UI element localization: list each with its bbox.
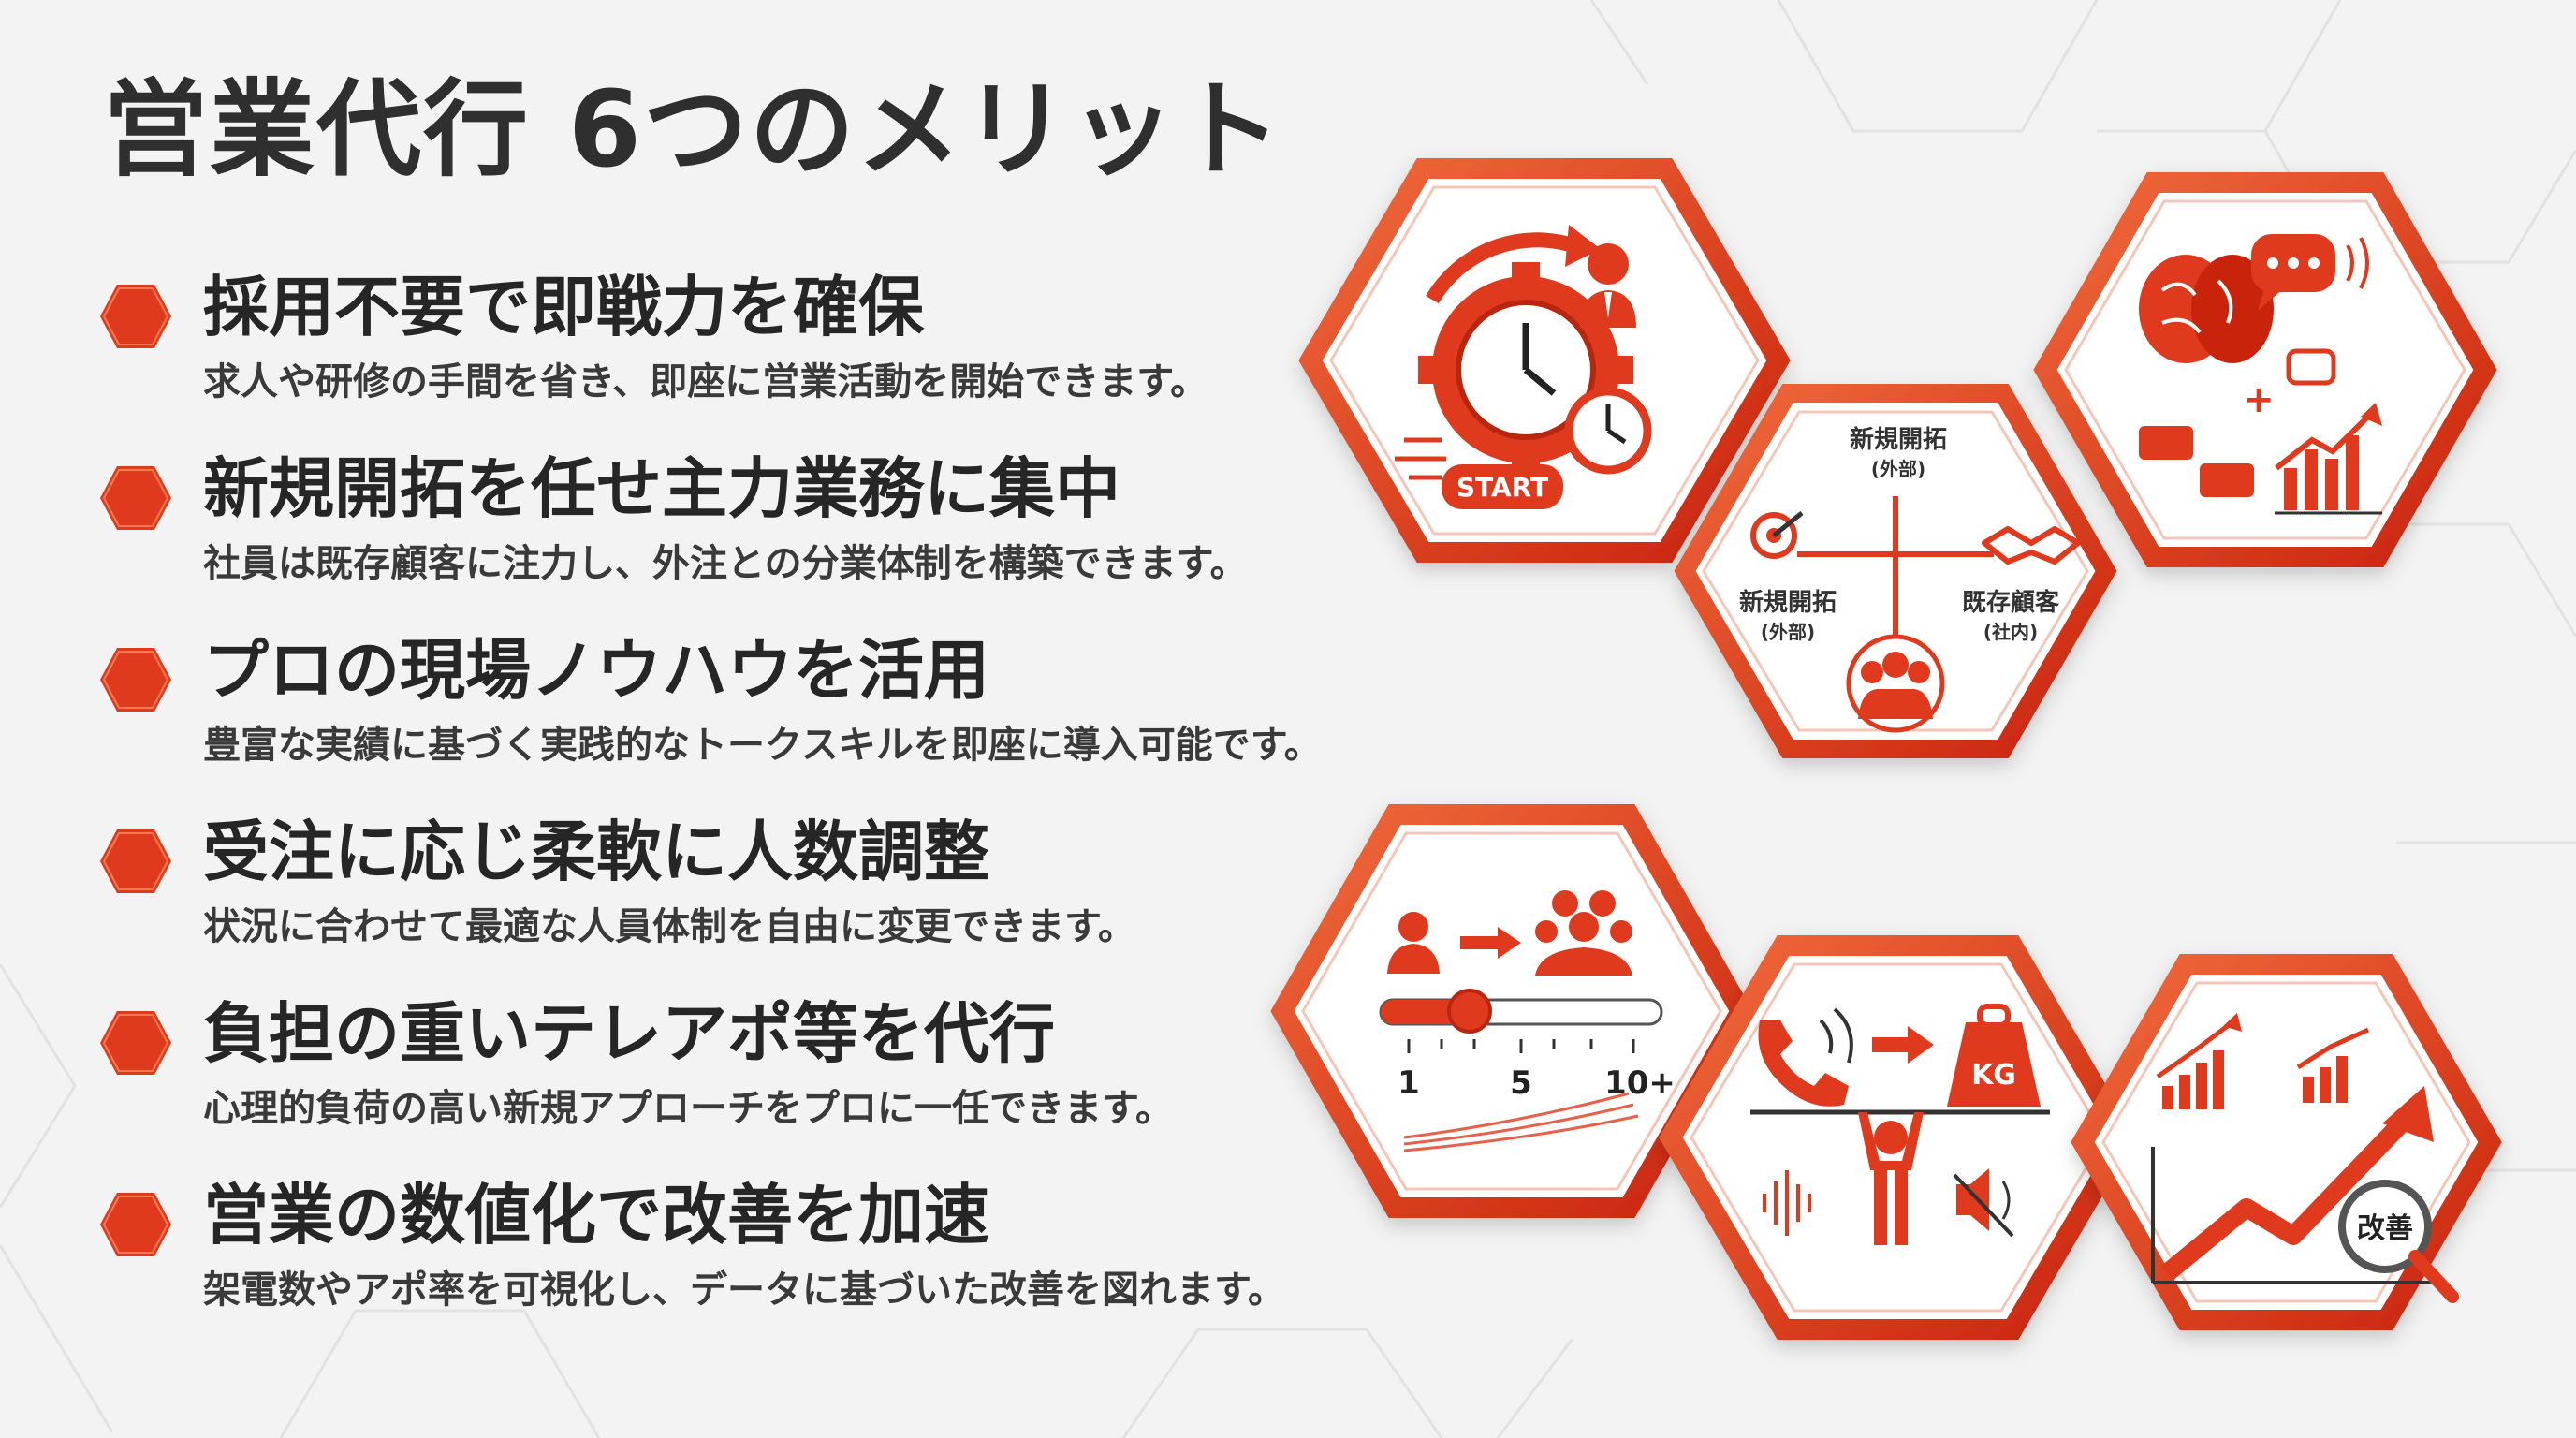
merit-item: 新規開拓を任せ主力業務に集中 社員は既存顧客に注力し、外注との分業体制を構築でき… [98,444,1353,625]
start-label: START [1456,472,1548,503]
arrow-right-icon [1460,927,1521,959]
improve-badge-label: 改善 [2357,1212,2413,1245]
merit-description: 社員は既存顧客に注力し、外注との分業体制を構築できます。 [203,542,1248,585]
merit-heading: 受注に応じ柔軟に人数調整 [203,814,989,890]
division-left-label: 新規開拓 [1739,588,1837,617]
hex-data-improvement: 改善 [2071,954,2502,1330]
growth-chart-icon [2275,403,2382,515]
division-top-sub: (外部) [1871,458,1925,480]
merit-item: 営業の数値化で改善を加速 架電数やアポ率を可視化し、データに基づいた改善を図れま… [98,1170,1353,1352]
merit-description: 心理的負荷の高い新規アプローチをプロに一任できます。 [203,1087,1173,1130]
slider-icon: 1 5 10+ [1379,989,1676,1102]
start-button-graphic: START [1442,464,1563,509]
page-title: 営業代行 6つのメリット [103,69,1283,191]
handshake-icon [1982,526,2081,565]
svg-text:+: + [2243,378,2275,421]
magnifier-icon: 改善 [2338,1180,2459,1303]
merit-heading: 負担の重いテレアポ等を代行 [203,995,1055,1072]
businessman-icon [1580,243,1636,328]
brain-icon [2139,255,2274,363]
phone-icon [1758,1007,1853,1107]
merit-description: 求人や研修の手間を省き、即座に営業活動を開始できます。 [203,360,1208,404]
hexagon-bullet-icon [100,1193,171,1256]
stopwatch-icon [1564,379,1652,475]
merit-heading: プロの現場ノウハウを活用 [203,632,989,709]
merit-heading: 採用不要で即戦力を確保 [203,269,924,345]
division-right-label: 既存顧客 [1962,588,2060,617]
hex-flexible-staffing: 1 5 10+ [1270,804,1753,1218]
hex-division-of-labor: 新規開拓 (外部) 新規開拓 (外部) 既存顧客 (社内) [1674,384,2117,758]
team-icon [1846,634,1945,733]
target-icon [1750,511,1804,559]
merit-item: 採用不要で即戦力を確保 求人や研修の手間を省き、即座に営業活動を開始できます。 [98,262,1353,444]
hexagon-bullet-icon [100,648,171,712]
merit-list: 採用不要で即戦力を確保 求人や研修の手間を省き、即座に営業活動を開始できます。 … [98,262,1353,1352]
division-right-sub: (社内) [1983,621,2038,643]
hex-pro-knowhow: + [2033,172,2497,567]
hex-immediate-start: START [1298,158,1791,563]
growth-chart-icon [2156,1013,2370,1109]
merit-description: 状況に合わせて最適な人員体制を自由に変更できます。 [203,905,1135,948]
merit-description: 豊富な実績に基づく実践的なトークスキルを即座に導入可能です。 [203,724,1322,767]
merit-heading: 営業の数値化で改善を加速 [203,1177,989,1254]
speech-bubble-icon [2251,234,2369,311]
team-icon [1535,890,1632,976]
merit-item: プロの現場ノウハウを活用 豊富な実績に基づく実践的なトークスキルを即座に導入可能… [98,625,1353,807]
lifting-person-icon [1858,1112,1924,1245]
person-icon [1387,912,1440,974]
weight-label: KG [1971,1059,2016,1092]
division-left-sub: (外部) [1761,621,1815,643]
hexagon-bullet-icon [100,285,171,348]
merit-item: 受注に応じ柔軟に人数調整 状況に合わせて最適な人員体制を自由に変更できます。 [98,807,1353,989]
merit-description: 架電数やアポ率を可視化し、データに基づいた改善を図れます。 [203,1269,1285,1312]
merit-item: 負担の重いテレアポ等を代行 心理的負荷の高い新規アプローチをプロに一任できます。 [98,989,1353,1170]
merit-heading: 新規開拓を任せ主力業務に集中 [203,450,1120,527]
scale-tick-5: 5 [1510,1064,1532,1102]
division-top-label: 新規開拓 [1850,425,1947,454]
weight-icon: KG [1947,1004,2041,1107]
hexagon-bullet-icon [100,829,171,893]
hex-telemarketing-burden: KG [1659,935,2137,1340]
arrow-right-icon [1872,1026,1934,1064]
hexagon-bullet-icon [100,1011,171,1075]
mute-icon [1953,1168,2014,1238]
scale-tick-1: 1 [1398,1064,1420,1102]
hexagon-bullet-icon [100,466,171,530]
